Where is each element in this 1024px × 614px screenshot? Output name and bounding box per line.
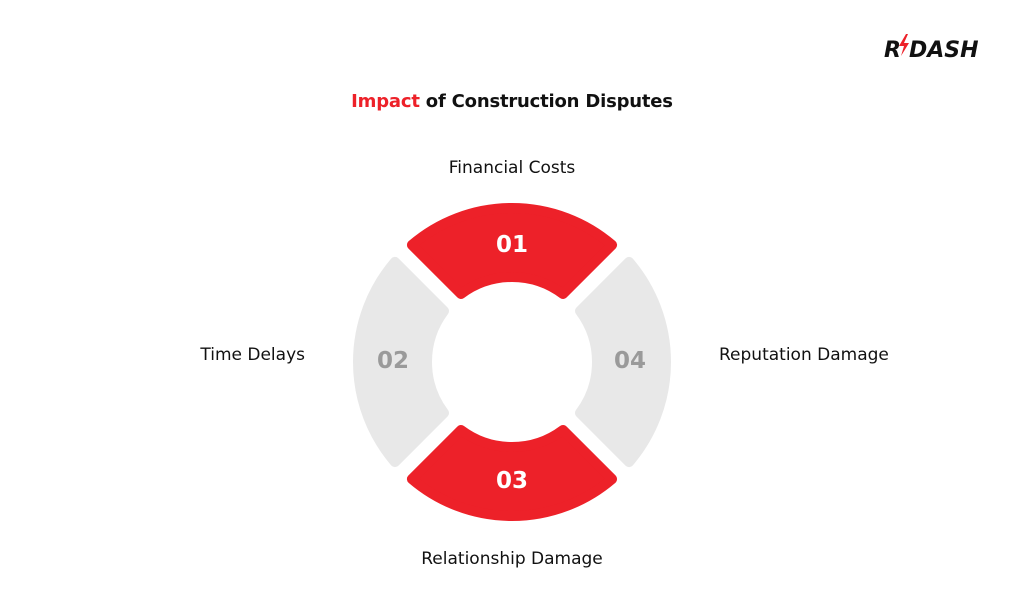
label-time-delays: Time Delays	[200, 345, 305, 365]
segment-number-03: 03	[496, 468, 528, 494]
segment-number-04: 04	[614, 348, 646, 374]
lightning-bolt-icon	[899, 34, 909, 56]
logo-text-dash: DASH	[909, 38, 979, 63]
segment-01	[406, 203, 618, 300]
rdash-logo: R DASH	[884, 34, 979, 63]
title-accent: Impact	[351, 91, 420, 112]
label-relationship-damage: Relationship Damage	[421, 549, 603, 569]
page-title: Impact of Construction Disputes	[0, 91, 1024, 112]
segment-02	[353, 256, 450, 468]
segment-03	[406, 424, 618, 521]
segment-04	[574, 256, 671, 468]
label-reputation-damage: Reputation Damage	[719, 345, 889, 365]
title-rest: of Construction Disputes	[419, 91, 673, 112]
segment-number-02: 02	[377, 348, 409, 374]
segment-number-01: 01	[496, 232, 528, 258]
label-financial-costs: Financial Costs	[448, 158, 576, 178]
logo-text-r: R	[884, 38, 901, 63]
